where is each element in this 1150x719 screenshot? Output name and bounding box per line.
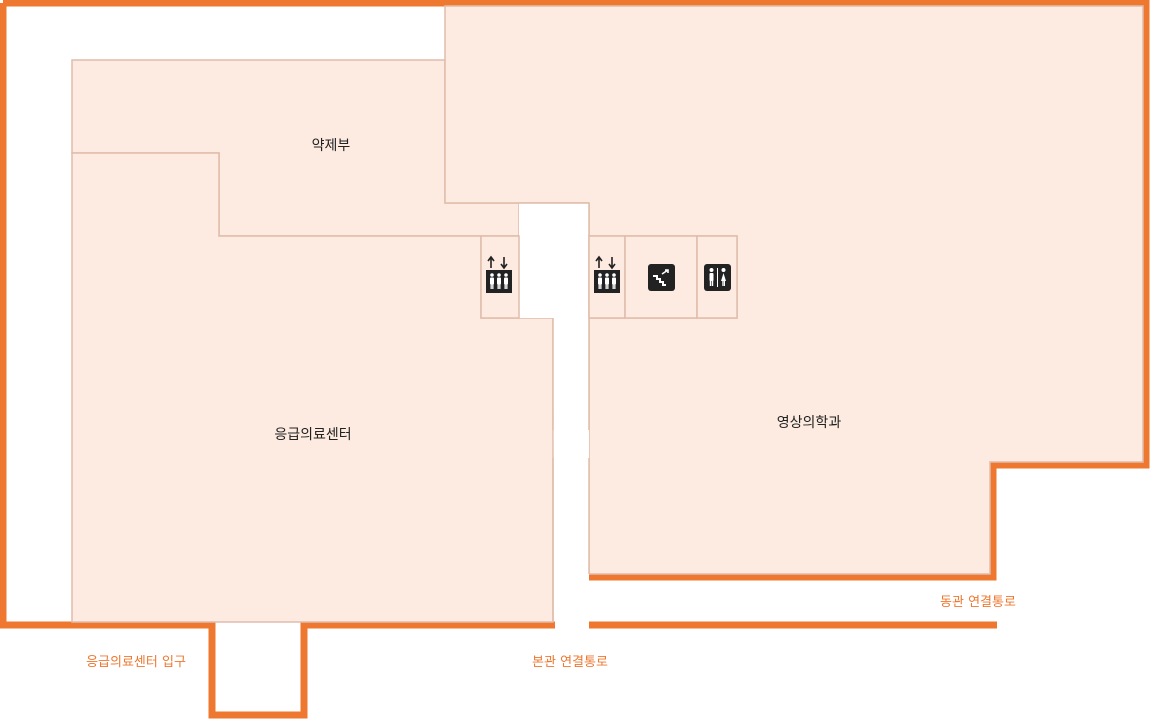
exit-label-emergency-entrance: 응급의료센터 입구 <box>86 655 186 670</box>
exit-label-east-building-link: 동관 연결통로 <box>940 595 1016 610</box>
restroom-icon <box>704 264 731 291</box>
elevator-icon <box>486 255 512 293</box>
exit-label-main-building-link: 본관 연결통로 <box>532 655 608 670</box>
rooms <box>71 5 1144 623</box>
room-label-radiology: 영상의학과 <box>777 415 842 431</box>
stairs-icon <box>648 264 675 291</box>
room-label-pharmacy: 약제부 <box>312 138 351 154</box>
room-label-emergency: 응급의료센터 <box>274 427 351 443</box>
elevator-icon <box>594 255 620 293</box>
